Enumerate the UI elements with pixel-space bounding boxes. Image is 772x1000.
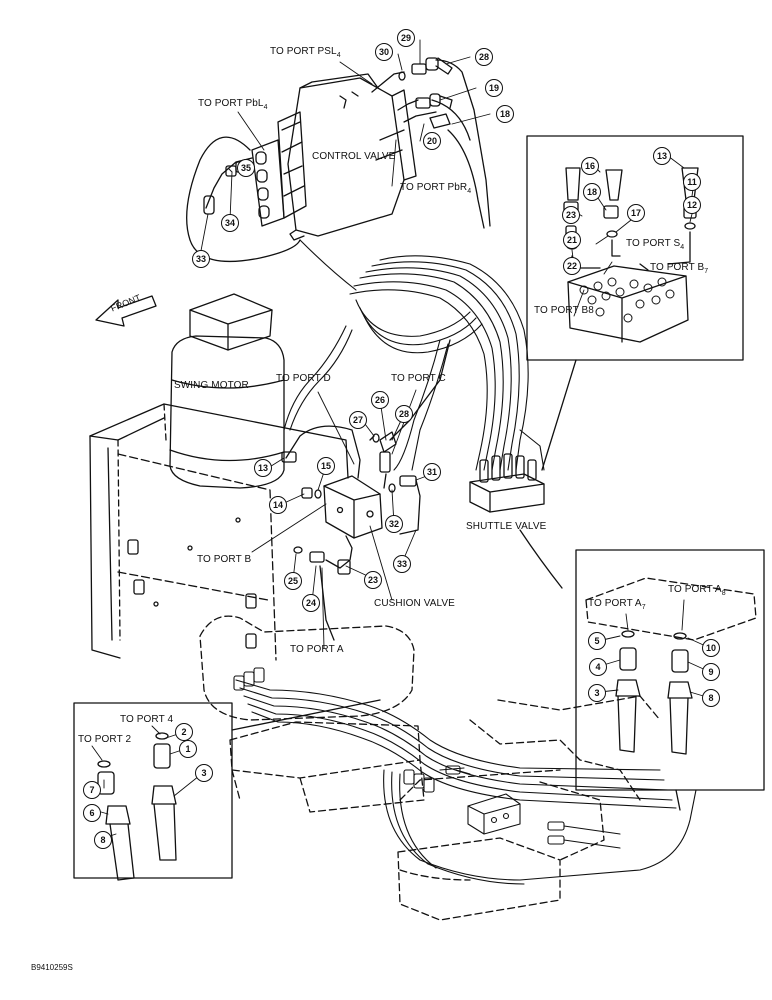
- callout: 29: [397, 29, 415, 47]
- swing-motor: [169, 293, 285, 489]
- hose-bundle: [283, 239, 545, 471]
- callout: 28: [475, 48, 493, 66]
- callout: 16: [581, 157, 599, 175]
- detail-box-ports-a: [519, 529, 765, 811]
- callout: 35: [237, 159, 255, 177]
- label-to-port-b7: TO PORT B7: [650, 262, 709, 275]
- callout: 33: [192, 250, 210, 268]
- detail-box-ports-2-4: [73, 699, 381, 881]
- callout: 30: [375, 43, 393, 61]
- callout: 3: [588, 684, 606, 702]
- cushion-valve: [281, 339, 451, 641]
- label-to-port-s4: TO PORT S4: [626, 238, 685, 251]
- callout: 24: [302, 594, 320, 612]
- callout: 5: [588, 632, 606, 650]
- callout: 11: [683, 173, 701, 191]
- callout: 32: [385, 515, 403, 533]
- callout: 13: [653, 147, 671, 165]
- label-to-port-pbl4: TO PORT PbL4: [198, 98, 268, 111]
- callout: 13: [254, 459, 272, 477]
- label-to-port-4: TO PORT 4: [120, 714, 174, 725]
- callout: 25: [284, 572, 302, 590]
- callout: 8: [702, 689, 720, 707]
- leader-lines: [91, 39, 711, 839]
- lower-hoses: [233, 667, 697, 885]
- label-swing-motor: SWING MOTOR: [174, 380, 249, 391]
- label-shuttle-valve: SHUTTLE VALVE: [466, 521, 547, 532]
- callout: 1: [179, 740, 197, 758]
- label-to-port-c: TO PORT C: [391, 373, 446, 384]
- label-to-port-psl4: TO PORT PSL4: [270, 46, 341, 59]
- document-id: B9410259S: [31, 963, 73, 972]
- callout: 17: [627, 204, 645, 222]
- callout: 9: [702, 663, 720, 681]
- callout: 21: [563, 231, 581, 249]
- callout: 28: [395, 405, 413, 423]
- callout: 10: [702, 639, 720, 657]
- callout: 15: [317, 457, 335, 475]
- label-to-port-a: TO PORT A: [290, 644, 344, 655]
- callout: 20: [423, 132, 441, 150]
- callout: 18: [583, 183, 601, 201]
- swing-frame: [89, 403, 349, 661]
- callout: 22: [563, 257, 581, 275]
- pilot-lines-top: [371, 57, 491, 229]
- callout: 4: [589, 658, 607, 676]
- front-arrow: [95, 295, 157, 327]
- callout: 7: [83, 781, 101, 799]
- callout: 23: [562, 206, 580, 224]
- label-to-port-d: TO PORT D: [276, 373, 331, 384]
- shuttle-valve: [469, 453, 545, 513]
- callout: 12: [683, 196, 701, 214]
- callout: 14: [269, 496, 287, 514]
- label-cushion-valve: CUSHION VALVE: [374, 598, 455, 609]
- control-valve-body: [251, 73, 417, 241]
- label-to-port-b8: TO PORT B8: [534, 305, 594, 316]
- callout: 19: [485, 79, 503, 97]
- callout: 23: [364, 571, 382, 589]
- callout: 33: [393, 555, 411, 573]
- callout: 18: [496, 105, 514, 123]
- label-to-port-pbr4: TO PORT PbR4: [400, 182, 472, 195]
- detail-box-shuttle-valve: [526, 135, 744, 471]
- label-to-port-b: TO PORT B: [197, 554, 252, 565]
- callout: 34: [221, 214, 239, 232]
- callout: 31: [423, 463, 441, 481]
- callout: 27: [349, 411, 367, 429]
- label-to-port-a7: TO PORT A7: [588, 598, 646, 611]
- label-to-port-a8: TO PORT A8: [668, 584, 726, 597]
- callout: 26: [371, 391, 389, 409]
- label-to-port-2: TO PORT 2: [78, 734, 132, 745]
- label-control-valve: CONTROL VALVE: [312, 151, 396, 162]
- callout: 6: [83, 804, 101, 822]
- callout: 2: [175, 723, 193, 741]
- callout: 8: [94, 831, 112, 849]
- callout: 3: [195, 764, 213, 782]
